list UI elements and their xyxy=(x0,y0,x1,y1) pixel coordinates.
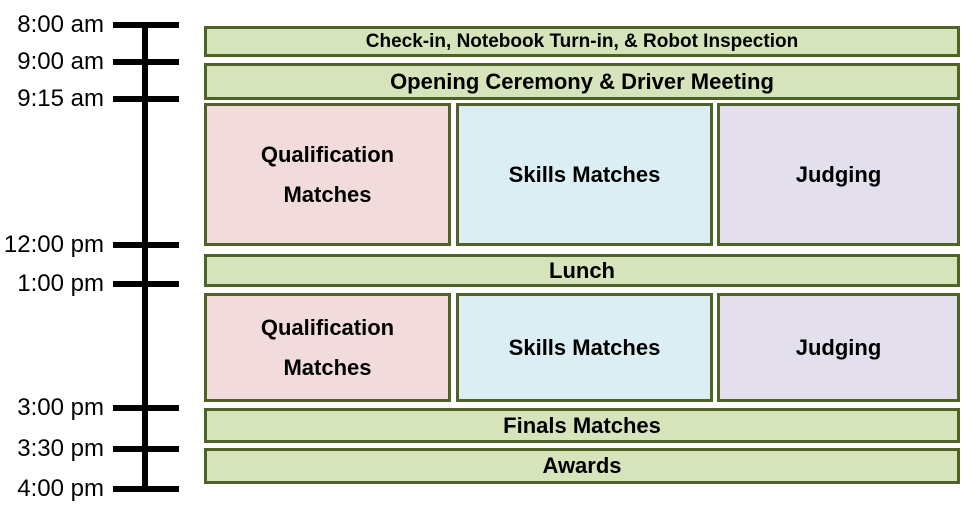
event-judging-am: Judging xyxy=(717,103,960,246)
event-qualification-matches-am: Qualification Matches xyxy=(204,103,451,246)
time-label-3-30-pm: 3:30 pm xyxy=(17,435,104,462)
tick-3-30-pm xyxy=(113,446,179,452)
event-skills-matches-pm: Skills Matches xyxy=(456,293,713,402)
tick-9-15-am xyxy=(113,96,179,102)
event-lunch-label: Lunch xyxy=(549,257,615,283)
tick-1-00-pm xyxy=(113,281,179,287)
event-finals-matches: Finals Matches xyxy=(204,408,960,443)
tick-3-00-pm xyxy=(113,405,179,411)
timeline-axis xyxy=(142,22,148,492)
tick-9-00-am xyxy=(113,59,179,65)
event-checkin-inspection: Check-in, Notebook Turn-in, & Robot Insp… xyxy=(204,26,960,57)
event-awards: Awards xyxy=(204,448,960,484)
event-qualification-matches-pm-label: Qualification Matches xyxy=(260,314,395,380)
time-label-4-00-pm: 4:00 pm xyxy=(17,475,104,502)
event-finals-matches-label: Finals Matches xyxy=(503,412,661,438)
time-label-9-15-am: 9:15 am xyxy=(17,85,104,112)
time-label-1-00-pm: 1:00 pm xyxy=(17,270,104,297)
event-opening-ceremony-label: Opening Ceremony & Driver Meeting xyxy=(390,68,774,94)
tick-8-00-am xyxy=(113,22,179,28)
event-opening-ceremony: Opening Ceremony & Driver Meeting xyxy=(204,63,960,100)
event-qualification-matches-pm: Qualification Matches xyxy=(204,293,451,402)
event-skills-matches-pm-label: Skills Matches xyxy=(508,334,661,360)
time-label-9-00-am: 9:00 am xyxy=(17,48,104,75)
event-lunch: Lunch xyxy=(204,254,960,287)
tick-4-00-pm xyxy=(113,486,179,492)
event-skills-matches-am-label: Skills Matches xyxy=(508,161,661,187)
event-judging-am-label: Judging xyxy=(795,161,882,187)
event-judging-pm-label: Judging xyxy=(795,334,882,360)
event-qualification-matches-am-label: Qualification Matches xyxy=(260,141,395,207)
event-judging-pm: Judging xyxy=(717,293,960,402)
event-awards-label: Awards xyxy=(542,453,622,479)
time-label-3-00-pm: 3:00 pm xyxy=(17,394,104,421)
event-skills-matches-am: Skills Matches xyxy=(456,103,713,246)
tick-12-00-pm xyxy=(113,242,179,248)
time-label-12-00-pm: 12:00 pm xyxy=(3,231,104,258)
event-checkin-inspection-label: Check-in, Notebook Turn-in, & Robot Insp… xyxy=(365,30,799,52)
time-label-8-00-am: 8:00 am xyxy=(17,11,104,38)
